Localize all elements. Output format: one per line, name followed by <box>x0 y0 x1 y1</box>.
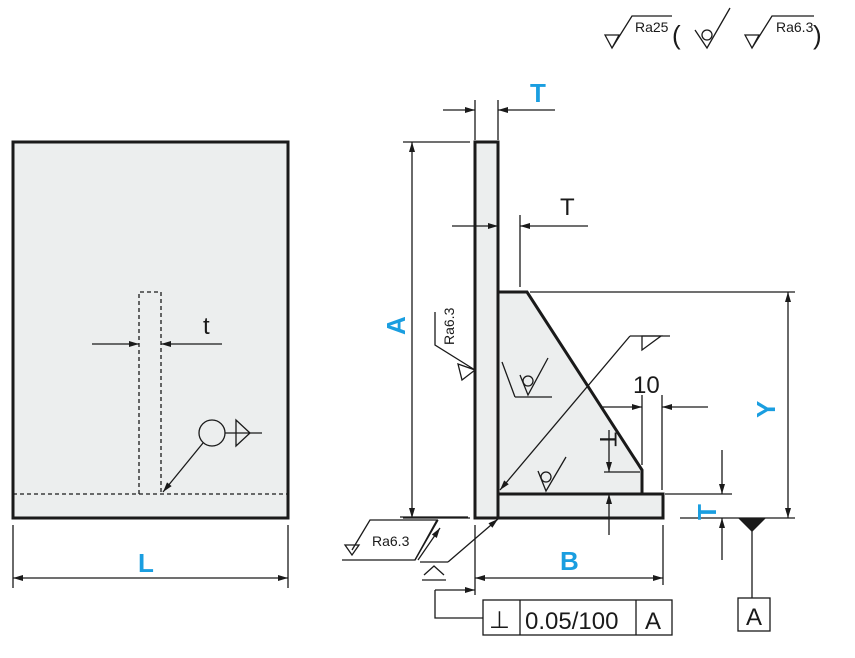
fillet-weld-icon <box>499 335 670 491</box>
hidden-slot <box>138 291 162 494</box>
surface-finish-legend: Ra25 ( Ra6.3 ) <box>603 7 822 50</box>
height-label-A: A <box>381 316 411 335</box>
vertical-face-finish: Ra6.3 <box>434 307 477 382</box>
datum-target-icon <box>420 518 499 581</box>
datum-feature: A <box>737 518 771 632</box>
top-thickness-label: T <box>530 78 546 108</box>
finish-ra63: Ra6.3 <box>776 19 814 35</box>
weld-all-around-icon <box>162 418 262 493</box>
bottom-finish-text: Ra6.3 <box>372 533 410 549</box>
unmachined-surface-icon <box>501 357 552 398</box>
gusset-offset-label: 10 <box>633 372 660 399</box>
bottom-face-finish: Ra6.3 <box>342 516 468 561</box>
vertical-plate <box>473 140 500 520</box>
plate-outline <box>11 140 290 520</box>
datum-triangle-icon <box>738 518 766 532</box>
base-thickness-label: T <box>692 504 722 520</box>
datum-reference: A <box>645 608 661 635</box>
datum-label: A <box>746 604 762 631</box>
slot-thickness-label: t <box>203 313 210 340</box>
base-plate <box>496 492 665 520</box>
paren-open: ( <box>672 20 681 50</box>
side-view: T A T Ra6.3 Y 10 T <box>342 78 795 595</box>
perpendicularity-symbol: ⊥ <box>489 607 510 634</box>
front-view: t L <box>11 140 290 588</box>
plate-thickness-label: T <box>560 194 575 221</box>
feature-control-frame: ⊥ 0.05/100 A <box>434 587 673 636</box>
depth-label-B: B <box>560 546 579 576</box>
gusset-thickness-label: T <box>594 432 621 447</box>
gusset <box>496 290 644 496</box>
width-label-L: L <box>138 548 154 578</box>
surface-finish-icon <box>743 15 814 50</box>
paren-close: ) <box>813 20 822 50</box>
unmachined-surface-icon <box>537 456 567 493</box>
finish-ra25: Ra25 <box>635 19 669 35</box>
surface-finish-icon <box>603 15 672 50</box>
gusset-height-label-Y: Y <box>751 401 781 418</box>
tolerance-value: 0.05/100 <box>525 608 618 635</box>
unmachined-surface-icon <box>694 7 731 50</box>
vertical-finish-text: Ra6.3 <box>441 307 457 345</box>
